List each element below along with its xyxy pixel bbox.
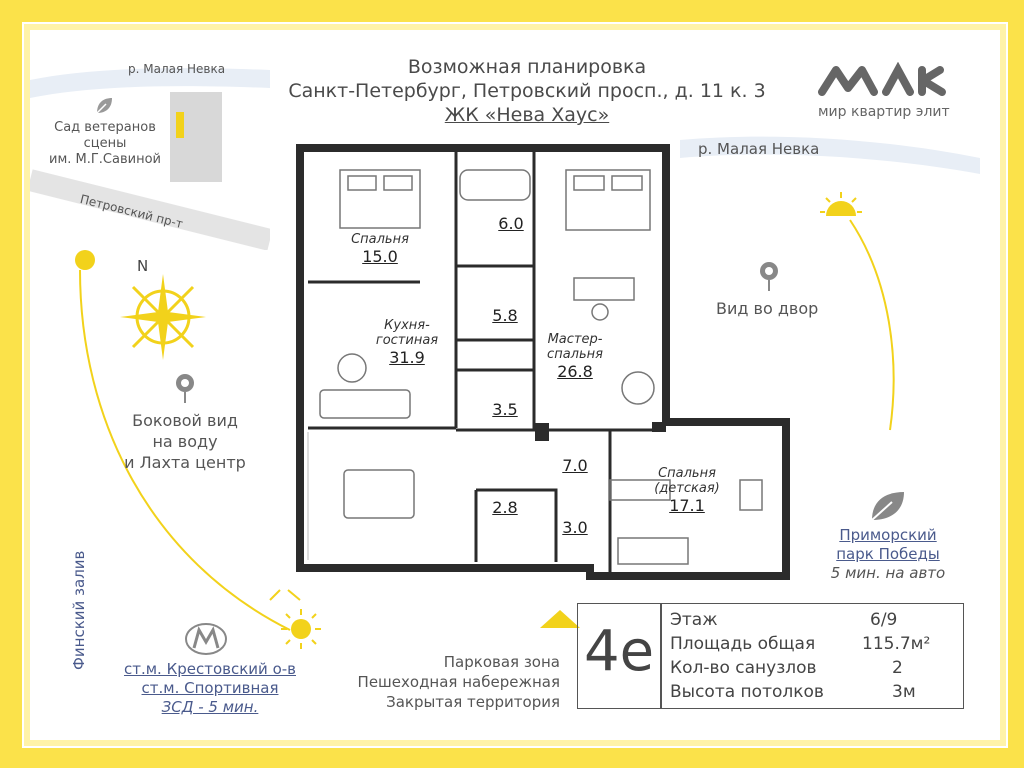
room-label: 7.0 — [530, 456, 620, 475]
pin-icon-side-view — [176, 374, 194, 403]
info-value-floor: 6/9 — [870, 610, 898, 630]
side-view-line-2: на воду — [152, 432, 218, 451]
info-value-area: 115.7м² — [862, 634, 931, 654]
info-label-area: Площадь общая — [670, 634, 816, 654]
river-label-top: р. Малая Невка — [128, 62, 226, 76]
info-box — [577, 603, 964, 709]
room-name: (детская) — [654, 481, 720, 496]
wall-pillars — [535, 422, 666, 441]
sun-icon-right — [820, 192, 862, 216]
side-view-label: Боковой вид на воду и Лахта центр — [110, 410, 260, 473]
garden-line-2: сцены — [83, 136, 127, 151]
sun-path-sketch — [75, 219, 895, 631]
info-label-floor: Этаж — [670, 610, 718, 630]
outer-wall — [296, 144, 790, 580]
garden-line-3: им. М.Г.Савиной — [49, 152, 161, 167]
room-label: Спальня(детская)17.1 — [642, 466, 732, 515]
leaf-icon — [96, 98, 112, 114]
river-label-right: р. Малая Невка — [698, 140, 820, 158]
metro-line-1: ст.м. Крестовский о-в — [123, 660, 296, 678]
furniture — [319, 169, 763, 565]
room-area: 5.8 — [492, 306, 518, 325]
compass-north-label: N — [137, 257, 149, 275]
feature-1: Парковая зона — [443, 653, 560, 671]
header-line-2: Санкт-Петербург, Петровский просп., д. 1… — [288, 80, 766, 102]
side-view-line-3: и Лахта центр — [124, 453, 246, 472]
info-value-ceiling: 3м — [892, 682, 916, 702]
compass-icon — [120, 274, 206, 360]
info-label-ceiling: Высота потолков — [670, 682, 824, 702]
yard-view-label: Вид во двор — [716, 299, 819, 318]
room-name: Спальня — [351, 232, 409, 247]
room-name: Спальня — [658, 466, 716, 481]
leaf-icon-park — [871, 492, 904, 521]
garden-line-1: Сад ветеранов — [54, 120, 156, 135]
header-line-1: Возможная планировка — [407, 56, 647, 78]
room-area: 7.0 — [562, 456, 588, 475]
features-list: Парковая зона Пешеходная набережная Закр… — [340, 652, 560, 712]
metro-line-3: ЗСД - 5 мин. — [161, 698, 259, 716]
feature-2: Пешеходная набережная — [357, 673, 560, 691]
header-line-3[interactable]: ЖК «Нева Хаус» — [444, 104, 610, 126]
metro-line-2: ст.м. Спортивная — [141, 679, 279, 697]
sun-icon-bottom — [281, 609, 321, 649]
info-value-bathrooms: 2 — [892, 658, 903, 678]
room-label: 5.8 — [460, 306, 550, 325]
park-line-1: Приморский — [839, 526, 937, 544]
room-area: 3.5 — [492, 400, 518, 419]
room-label: 6.0 — [466, 214, 556, 233]
info-label-bathrooms: Кол-во санузлов — [670, 658, 817, 678]
brand-tagline: мир квартир элит — [818, 104, 950, 120]
side-view-line-1: Боковой вид — [132, 411, 238, 430]
room-name: Кухня- — [384, 318, 430, 333]
floor-plan — [296, 144, 790, 580]
room-label: 2.8 — [460, 498, 550, 517]
room-name: гостиная — [375, 333, 439, 348]
room-area: 26.8 — [557, 362, 593, 381]
plan-code: 4е — [583, 619, 655, 684]
logo-icon — [818, 62, 946, 96]
metro-icon — [185, 623, 227, 655]
gulf-label: Финский залив — [70, 550, 88, 670]
sun-icon-left — [75, 250, 95, 270]
room-area: 3.0 — [562, 518, 588, 537]
metro-label[interactable]: ст.м. Крестовский о-в ст.м. Спортивная З… — [120, 660, 300, 717]
map-sketch — [30, 68, 270, 250]
room-name: Мастер- — [547, 332, 603, 347]
info-divider — [660, 603, 662, 709]
room-label: 3.5 — [460, 400, 550, 419]
river-right-band — [680, 136, 980, 174]
pin-icon-yard-view — [760, 262, 778, 291]
room-area: 6.0 — [498, 214, 524, 233]
park-line-2: парк Победы — [836, 545, 940, 563]
garden-label: Сад ветеранов сцены им. М.Г.Савиной — [40, 120, 170, 168]
room-area: 2.8 — [492, 498, 518, 517]
feature-3: Закрытая территория — [386, 693, 560, 711]
room-area: 31.9 — [389, 348, 425, 367]
room-area: 15.0 — [362, 247, 398, 266]
entrance-marker-icon — [540, 610, 580, 628]
park-label[interactable]: Приморский парк Победы 5 мин. на авто — [818, 526, 958, 583]
room-name: спальня — [547, 347, 603, 362]
room-area: 17.1 — [669, 496, 705, 515]
park-line-3: 5 мин. на авто — [830, 564, 946, 582]
room-label: 3.0 — [530, 518, 620, 537]
